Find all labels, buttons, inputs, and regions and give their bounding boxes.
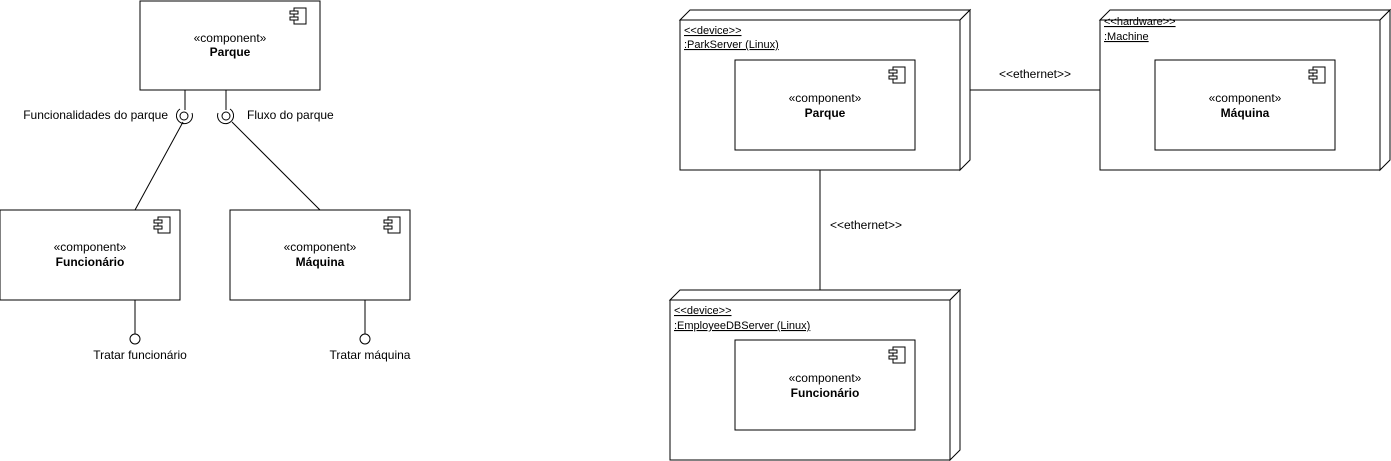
node-park-server[interactable]: <<device>> :ParkServer (Linux) «componen…: [678, 8, 972, 172]
node-machine-stereotype: <<hardware>>: [1104, 16, 1176, 28]
node-employee-db-server-name: :EmployeeDBServer (Linux): [674, 320, 810, 332]
fluxo-socket: [217, 108, 234, 125]
component-icon: [888, 346, 906, 364]
node-park-server-name: :ParkServer (Linux): [684, 39, 779, 51]
deployed-parque-name: Parque: [805, 106, 846, 120]
tratar-maquina-lollipop: [359, 333, 371, 345]
node-employee-db-server-stereotype: <<device>>: [674, 305, 732, 317]
funcionalidades-socket: [176, 108, 193, 125]
node-machine-name: :Machine: [1104, 31, 1149, 43]
maquina-to-fluxo-line: [231, 121, 321, 211]
component-funcionario-stereotype: «component»: [54, 240, 127, 254]
component-icon: [289, 7, 307, 25]
tratar-funcionario-lollipop: [129, 333, 141, 345]
component-icon: [1308, 66, 1326, 84]
deployed-maquina-name: Máquina: [1221, 106, 1270, 120]
interface-tratar-maquina-label: Tratar máquina: [330, 348, 411, 362]
component-parque[interactable]: «component» Parque: [139, 0, 321, 91]
component-funcionario[interactable]: «component» Funcionário: [0, 209, 181, 301]
connection-park-machine-label: <<ethernet>>: [999, 67, 1071, 81]
interface-tratar-funcionario-label: Tratar funcionário: [93, 348, 187, 362]
connection-park-employee-label: <<ethernet>>: [830, 218, 902, 232]
deployed-parque-stereotype: «component»: [789, 91, 862, 105]
deployed-maquina-stereotype: «component»: [1209, 91, 1282, 105]
component-icon: [383, 216, 401, 234]
deployed-component-parque[interactable]: «component» Parque: [734, 59, 916, 151]
component-funcionario-name: Funcionário: [56, 255, 125, 269]
funcionario-to-funcionalidades-line: [134, 121, 184, 211]
component-icon: [888, 66, 906, 84]
component-maquina-name: Máquina: [296, 255, 345, 269]
component-parque-stereotype: «component»: [194, 31, 267, 45]
component-parque-name: Parque: [210, 45, 251, 59]
component-icon: [153, 216, 171, 234]
component-maquina-stereotype: «component»: [284, 240, 357, 254]
interface-fluxo-label: Fluxo do parque: [247, 108, 334, 122]
interface-funcionalidades-label: Funcionalidades do parque: [23, 108, 168, 122]
deployed-funcionario-stereotype: «component»: [789, 371, 862, 385]
deployed-component-funcionario[interactable]: «component» Funcionário: [734, 339, 916, 431]
node-employee-db-server[interactable]: <<device>> :EmployeeDBServer (Linux) «co…: [668, 288, 962, 461]
node-park-server-stereotype: <<device>>: [684, 25, 742, 37]
deployed-funcionario-name: Funcionário: [791, 386, 860, 400]
deployed-component-maquina[interactable]: «component» Máquina: [1154, 59, 1336, 151]
node-machine[interactable]: <<hardware>> :Machine «component» Máquin…: [1098, 8, 1391, 172]
component-maquina[interactable]: «component» Máquina: [229, 209, 411, 301]
